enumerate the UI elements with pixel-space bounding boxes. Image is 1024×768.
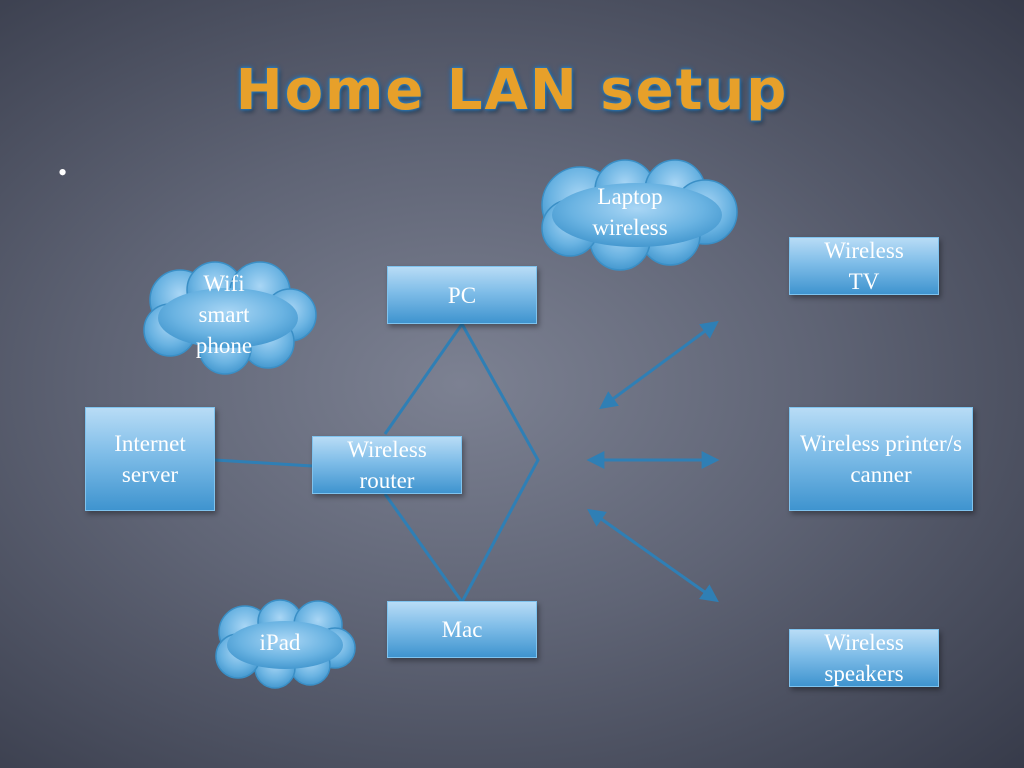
arrow-tv (599, 320, 719, 410)
cloud-laptop (541, 159, 738, 271)
node-tv[interactable]: Wireless TV (789, 237, 939, 295)
node-internet[interactable]: Internet server (85, 407, 215, 511)
node-printer[interactable]: Wireless printer/scanner (789, 407, 973, 511)
link-internet-router (214, 458, 313, 468)
cloud-laptop-label: Laptop wireless (592, 184, 668, 240)
cloud-phone (143, 261, 317, 375)
connectors (214, 320, 720, 603)
link-diamond-right (460, 323, 540, 603)
link-pc-router-mac (383, 323, 464, 435)
cloud-ipad-label: iPad (259, 629, 301, 655)
arrow-speakers (587, 508, 719, 603)
bullet-marker: • (58, 158, 68, 187)
cloud-phone-label: Wifi smart phone (195, 270, 253, 358)
cloud-ipad (215, 599, 356, 689)
node-pc[interactable]: PC (387, 266, 537, 324)
node-speakers[interactable]: Wireless speakers (789, 629, 939, 687)
link-router-mac (383, 493, 464, 603)
slide-title: Home LAN setup (235, 58, 789, 123)
node-router[interactable]: Wireless router (312, 436, 462, 494)
node-mac[interactable]: Mac (387, 601, 537, 658)
